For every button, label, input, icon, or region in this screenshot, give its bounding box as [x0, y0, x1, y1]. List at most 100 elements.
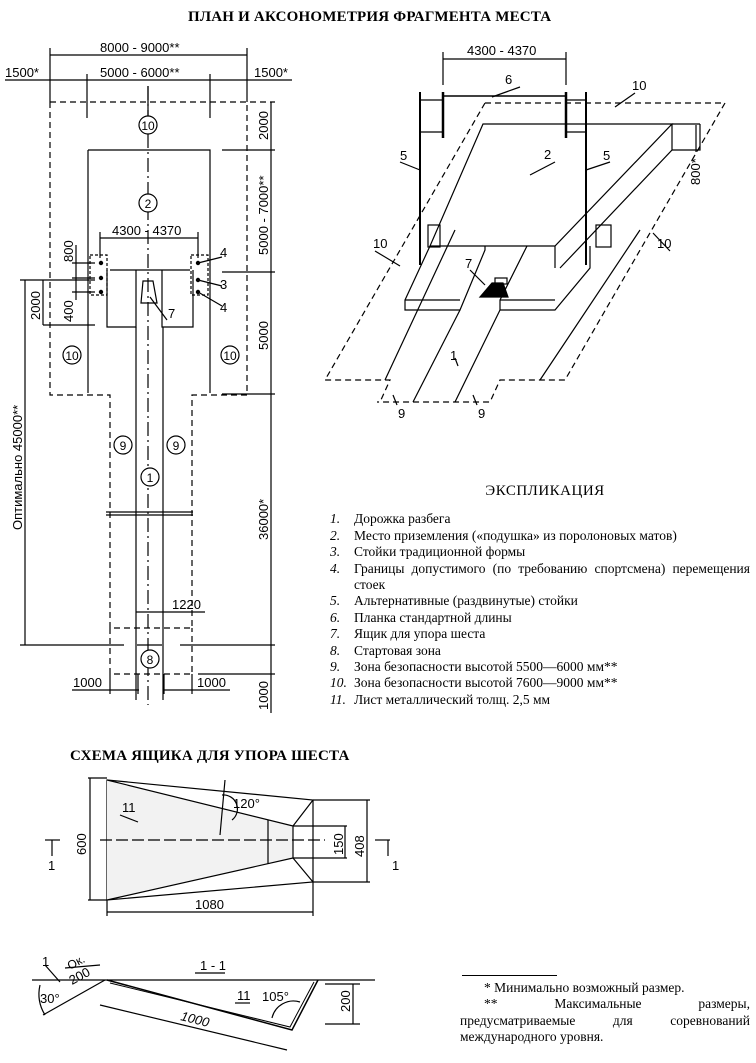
- box-section-mark-right: 1: [392, 858, 399, 873]
- marker-circle-9-left: [113, 435, 133, 455]
- legend-list: 1. Дорожка разбега 2. Место приземления («п…: [330, 511, 750, 708]
- marker-circle-9-right: [166, 435, 186, 455]
- pole-box-plan: [140, 280, 158, 304]
- marker-circle-8: [140, 649, 160, 669]
- marker-9-right: 9: [173, 439, 180, 453]
- dim-stand-800: 800: [61, 240, 76, 262]
- dim-side-2000: 2000: [28, 291, 43, 320]
- axon-landing-mat: [429, 123, 674, 247]
- dim-side-left: 1500*: [5, 65, 39, 80]
- axon-callout-10-right: 10: [657, 236, 671, 251]
- landing-area-outline: [87, 149, 211, 393]
- axon-dim-height: 800*: [688, 158, 703, 185]
- footnote-min: * Минимально возможный размер.: [484, 980, 685, 995]
- plan-view: [5, 48, 292, 713]
- section-depth: 200: [338, 990, 353, 1012]
- marker-circle-1: [140, 467, 160, 487]
- legend-item-number: 5.: [330, 593, 341, 609]
- dim-runway-width: 1220: [172, 597, 201, 612]
- legend-item-number: 11.: [330, 691, 346, 707]
- box-dim-angle: 120°: [233, 796, 260, 811]
- legend-item-number: 2.: [330, 527, 341, 543]
- dim-top-zone: 2000: [256, 111, 271, 140]
- marker-circles: [62, 115, 240, 669]
- footnote-rule: [462, 975, 557, 976]
- footnote-max: ** Максимальные размеры, предусматриваем…: [460, 996, 750, 1045]
- dim-stand-gap: 4300 - 4370: [112, 223, 181, 238]
- legend-item: 3.Стойки традиционной формы: [330, 544, 750, 560]
- marker-circle-10-right: [220, 345, 240, 365]
- marker-circle-10-top: [138, 115, 158, 135]
- section-length: 1000: [179, 1008, 211, 1030]
- legend-item: 5.Альтернативные (раздвинутые) стойки: [330, 593, 750, 609]
- legend-item-number: 3.: [330, 544, 341, 560]
- legend-item-text: Лист металлический толщ. 2,5 мм: [354, 691, 551, 707]
- axon-dim-gap: 4300 - 4370: [467, 43, 536, 58]
- marker-circle-10-left: [62, 345, 82, 365]
- dim-pit-length: 5000 - 7000**: [256, 175, 271, 255]
- legend-item-text: Место приземления («подушка» из поролоно…: [354, 527, 677, 543]
- axon-pole-box: [478, 282, 509, 298]
- marker-10-right: 10: [223, 349, 237, 363]
- axon-callout-5-left: 5: [400, 148, 407, 163]
- axon-callout-10-top: 10: [632, 78, 646, 93]
- axon-callout-9-right: 9: [478, 406, 485, 421]
- section-callout-11: 11: [237, 988, 251, 1003]
- legend-item-text: Границы допустимого (по требованию спорт…: [354, 560, 750, 593]
- box-section-mark-left: 1: [48, 858, 55, 873]
- box-scheme: [45, 777, 390, 916]
- axon-callout-9-left: 9: [398, 406, 405, 421]
- dim-inner-width: 5000 - 6000**: [100, 65, 180, 80]
- axon-callout-10-left: 10: [373, 236, 387, 251]
- legend-item: 9. Зона безопасности высотой 5500—6000 мм…: [330, 659, 750, 675]
- legend-item: 7. Ящик для упора шеста: [330, 626, 750, 642]
- dim-side-right: 1500*: [254, 65, 288, 80]
- callout-3: 3: [220, 277, 227, 292]
- legend-item-number: 1.: [330, 511, 341, 527]
- box-dim-end: 408: [352, 835, 367, 857]
- callout-4b: 4: [220, 300, 227, 315]
- stand-box-left: [89, 254, 108, 296]
- legend-item: 2. Место приземления («подушка» из пороло…: [330, 528, 750, 544]
- axon-callout-7: 7: [465, 256, 472, 271]
- main-title: ПЛАН И АКСОНОМЕТРИЯ ФРАГМЕНТА МЕСТА: [188, 9, 552, 25]
- dim-bottom-left: 1000: [73, 675, 102, 690]
- legend-item: 6.Планка стандартной длины: [330, 610, 750, 626]
- legend-item: 8.Стартовая зона: [330, 643, 750, 659]
- section-callout-1: 1: [42, 954, 49, 969]
- box-scheme-title: СХЕМА ЯЩИКА ДЛЯ УПОРА ШЕСТА: [70, 748, 350, 764]
- marker-10-left: 10: [65, 349, 79, 363]
- pit-front: [106, 270, 194, 328]
- axon-callout-5-right: 5: [603, 148, 610, 163]
- legend-item-text: Дорожка разбега: [354, 511, 451, 527]
- marker-9-left: 9: [120, 439, 127, 453]
- axonometry-view: [323, 52, 727, 406]
- marker-circle-2: [138, 193, 158, 213]
- legend-item-number: 7.: [330, 626, 341, 642]
- box-dim-neck: 150: [331, 833, 346, 855]
- legend-item-text: Стартовая зона: [354, 642, 441, 658]
- legend-item-text: Зона безопасности высотой 7600—9000 мм**: [354, 675, 618, 691]
- dim-runway-min: 36000*: [256, 499, 271, 540]
- axon-callout-1: 1: [450, 348, 457, 363]
- section-angle-105: 105°: [262, 989, 289, 1004]
- callout-4a: 4: [220, 245, 227, 260]
- legend-item-text: Ящик для упора шеста: [354, 626, 486, 642]
- section-1-1: [32, 964, 375, 1051]
- legend-item: 4.Границы допустимого (по требованию спо…: [330, 561, 750, 594]
- footnotes: * Минимально возможный размер. ** Максим…: [460, 975, 750, 1046]
- callout-7: 7: [168, 306, 175, 321]
- dim-zone-5000: 5000: [256, 321, 271, 350]
- dim-stand-400: 400: [61, 300, 76, 322]
- axon-callout-2: 2: [544, 147, 551, 162]
- legend-item-text: Зона безопасности высотой 5500—6000 мм**: [354, 659, 618, 675]
- marker-2: 2: [145, 197, 152, 211]
- marker-10-top: 10: [141, 119, 155, 133]
- dim-runway-total: Оптимально 45000**: [10, 405, 25, 530]
- box-dim-length: 1080: [195, 897, 224, 912]
- legend-item-number: 9.: [330, 659, 341, 675]
- legend-item-number: 10.: [330, 675, 347, 691]
- axon-front-block-left: [404, 245, 486, 311]
